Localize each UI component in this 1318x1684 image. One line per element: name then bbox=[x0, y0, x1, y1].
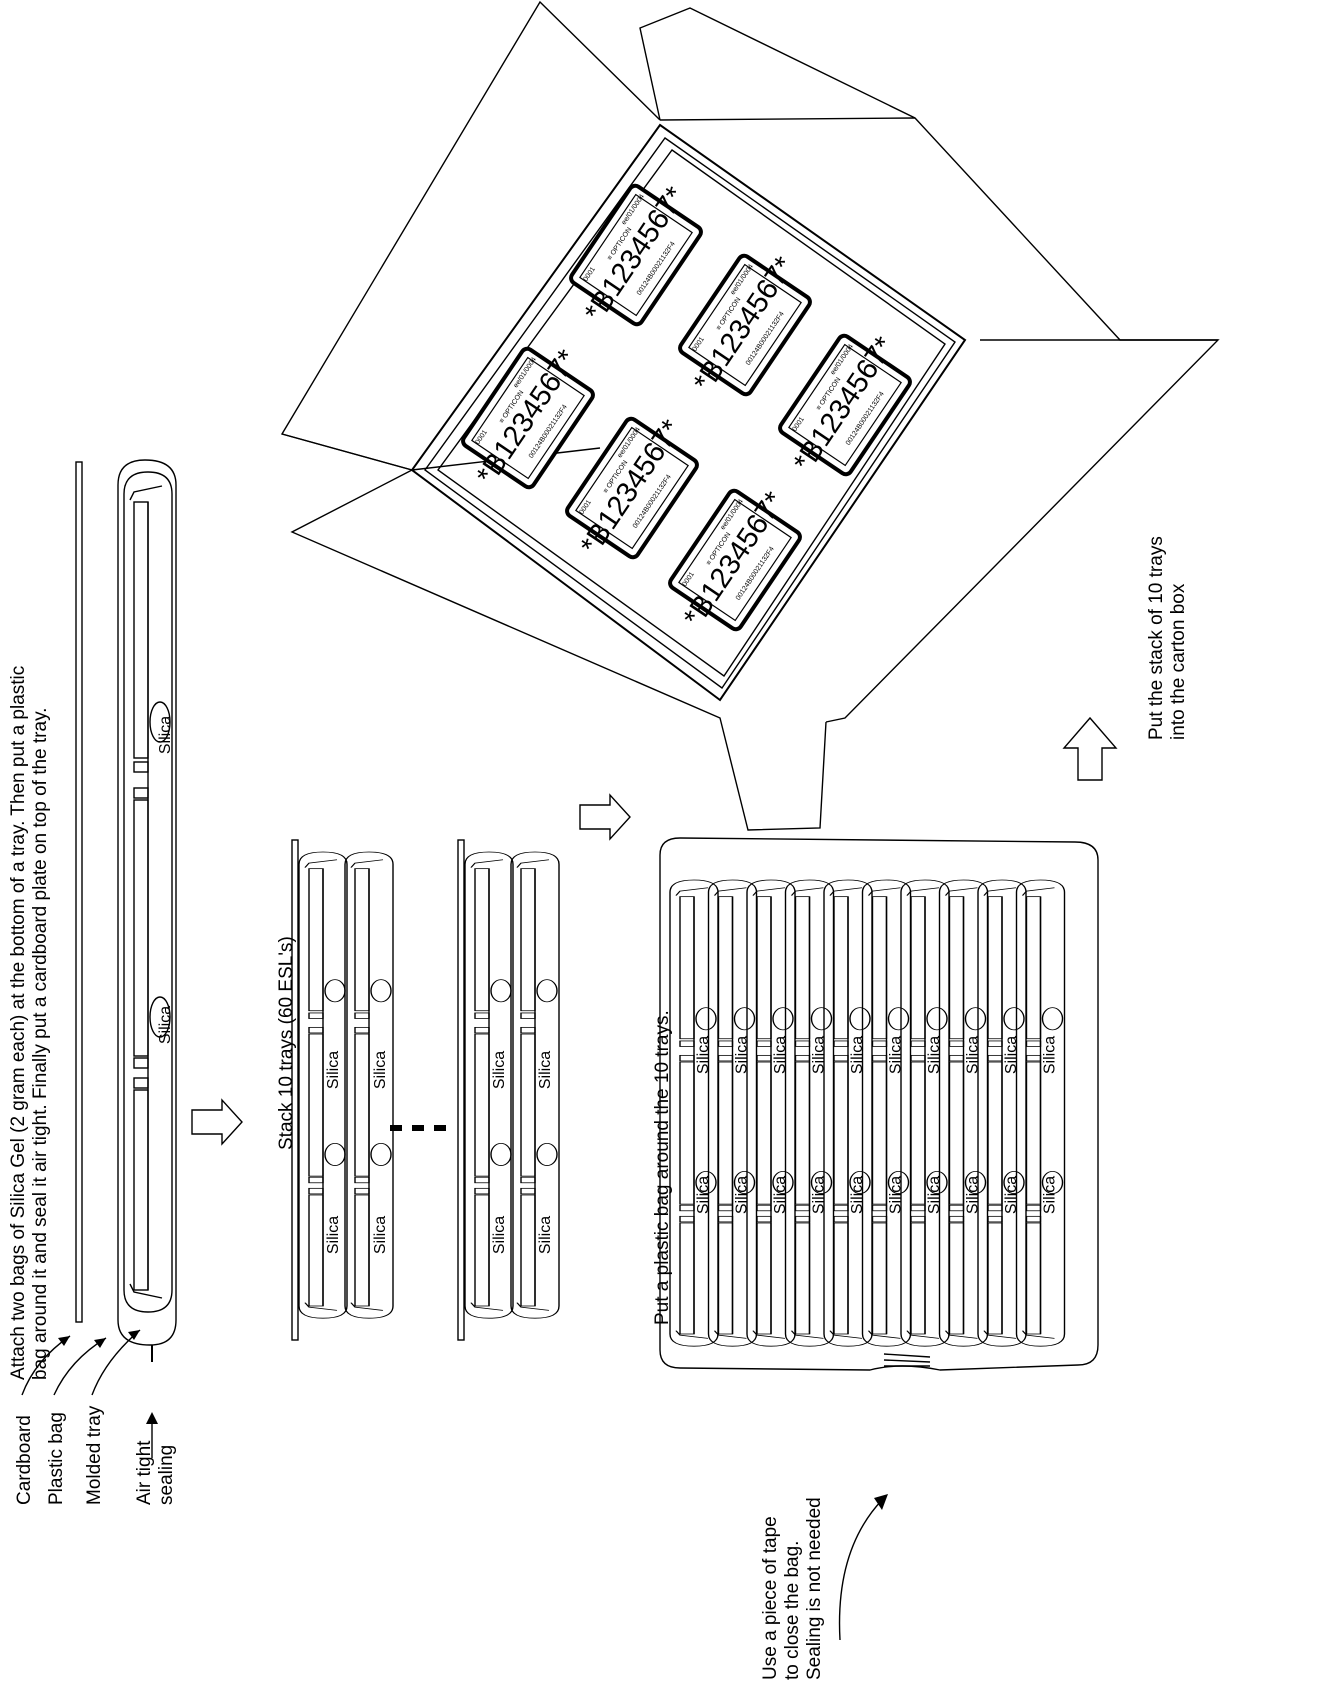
silica-label: Silica bbox=[1042, 1176, 1059, 1214]
silica-label: Silica bbox=[965, 1176, 982, 1214]
stacked-tray bbox=[977, 879, 1027, 1347]
tape-note-line1: Use a piece of tape bbox=[760, 1516, 781, 1680]
carton-flap-right bbox=[639, 7, 1220, 723]
tape-pointer-arrow bbox=[838, 1499, 883, 1641]
silica-label: Silica bbox=[695, 1036, 712, 1074]
silica-label: Silica bbox=[811, 1036, 828, 1074]
legend-air-tight-line2: sealing bbox=[156, 1445, 177, 1505]
tape-note-line3: Sealing is not needed bbox=[804, 1497, 825, 1680]
legend-plastic-bag: Plastic bag bbox=[46, 1412, 67, 1505]
silica-label: Silica bbox=[888, 1176, 905, 1214]
step1-text-line1: Attach two bags of Silica Gel (2 gram ea… bbox=[8, 666, 29, 1380]
cardboard-plate bbox=[75, 461, 83, 1323]
silica-label: Silica bbox=[491, 1216, 508, 1254]
silica-label: Silica bbox=[772, 1036, 789, 1074]
silica-label: Silica bbox=[811, 1176, 828, 1214]
silica-label: Silica bbox=[157, 716, 174, 754]
silica-label: Silica bbox=[849, 1176, 866, 1214]
silica-label: Silica bbox=[772, 1176, 789, 1214]
bagged-stack: Use a piece of tape to close the bag. Se… bbox=[659, 837, 1099, 1680]
silica-label: Silica bbox=[734, 1176, 751, 1214]
tape-note-line2: to close the bag. bbox=[782, 1541, 803, 1680]
stacked-tray bbox=[938, 879, 989, 1347]
stacked-tray bbox=[746, 879, 796, 1347]
step4-instruction: Put the stack of 10 trays into the carto… bbox=[1146, 536, 1189, 740]
step4-text-line1: Put the stack of 10 trays bbox=[1146, 536, 1167, 740]
silica-label: Silica bbox=[1042, 1036, 1059, 1074]
plastic-bag-pointer-arrow bbox=[53, 1337, 107, 1396]
silica-label: Silica bbox=[372, 1051, 389, 1089]
silica-label: Silica bbox=[1003, 1176, 1020, 1214]
molded-tray-arrowhead bbox=[128, 1330, 140, 1340]
stacked-tray bbox=[707, 879, 758, 1347]
legend-air-tight-line1: Air tight bbox=[134, 1440, 155, 1505]
silica-label: Silica bbox=[537, 1051, 554, 1089]
silica-label: Silica bbox=[325, 1051, 342, 1089]
silica-label: Silica bbox=[926, 1176, 943, 1214]
step3-text: Put a plastic bag around the 10 trays. bbox=[652, 1010, 673, 1325]
plastic-bag-outline bbox=[117, 459, 177, 1346]
silica-label: Silica bbox=[888, 1036, 905, 1074]
carton-flap-bottom-left bbox=[290, 469, 827, 831]
arrow-up bbox=[1062, 716, 1118, 781]
step1-text-line2: bag around it and seal it air tight. Fin… bbox=[30, 708, 51, 1380]
step2-text: Stack 10 trays (60 ESL's) bbox=[276, 936, 297, 1150]
carton-flap-left bbox=[281, 433, 413, 471]
silica-label: Silica bbox=[1003, 1036, 1020, 1074]
silica-label: Silica bbox=[372, 1216, 389, 1254]
silica-label: Silica bbox=[157, 1006, 174, 1044]
stacked-tray bbox=[861, 879, 912, 1347]
stacked-tray bbox=[669, 879, 719, 1347]
single-tray-assembly: Silica Silica bbox=[75, 459, 177, 1362]
stacked-tray bbox=[823, 879, 873, 1347]
step4-text-line2: into the carton box bbox=[1168, 583, 1189, 740]
silica-label: Silica bbox=[537, 1216, 554, 1254]
carton-opening bbox=[410, 123, 967, 702]
molded-tray bbox=[123, 471, 173, 1313]
silica-label: Silica bbox=[849, 1036, 866, 1074]
tape-arrowhead bbox=[874, 1494, 888, 1510]
arrow-right-1 bbox=[191, 1098, 243, 1146]
stacked-tray bbox=[900, 879, 950, 1347]
step2-instruction: Stack 10 trays (60 ESL's) bbox=[276, 936, 297, 1150]
stacked-tray bbox=[784, 879, 835, 1347]
outer-plastic-bag bbox=[659, 837, 1099, 1371]
silica-label: Silica bbox=[491, 1051, 508, 1089]
legend-cardboard: Cardboard bbox=[14, 1415, 35, 1505]
air-tight-arrowhead bbox=[146, 1412, 158, 1424]
tape-strip bbox=[883, 1353, 931, 1367]
stacked-tray bbox=[1015, 879, 1066, 1347]
silica-label: Silica bbox=[965, 1036, 982, 1074]
step1-instruction: Attach two bags of Silica Gel (2 gram ea… bbox=[8, 666, 51, 1380]
silica-label: Silica bbox=[926, 1036, 943, 1074]
silica-label: Silica bbox=[325, 1216, 342, 1254]
legend-molded-tray: Molded tray bbox=[84, 1405, 105, 1505]
cardboard-arrowhead bbox=[58, 1336, 70, 1346]
ellipsis-dashes bbox=[390, 1125, 446, 1131]
legend: Cardboard Plastic bag Molded tray Air ti… bbox=[14, 1329, 177, 1505]
step3-instruction: Put a plastic bag around the 10 trays. bbox=[652, 1010, 673, 1325]
tray-stack-partial: Silica Silica Silica Silica Silica Silic… bbox=[291, 839, 560, 1341]
plastic-bag-arrowhead bbox=[94, 1338, 106, 1348]
carton-box bbox=[280, 0, 1220, 831]
silica-label: Silica bbox=[734, 1036, 751, 1074]
arrow-right-2 bbox=[579, 793, 631, 841]
silica-label: Silica bbox=[695, 1176, 712, 1214]
